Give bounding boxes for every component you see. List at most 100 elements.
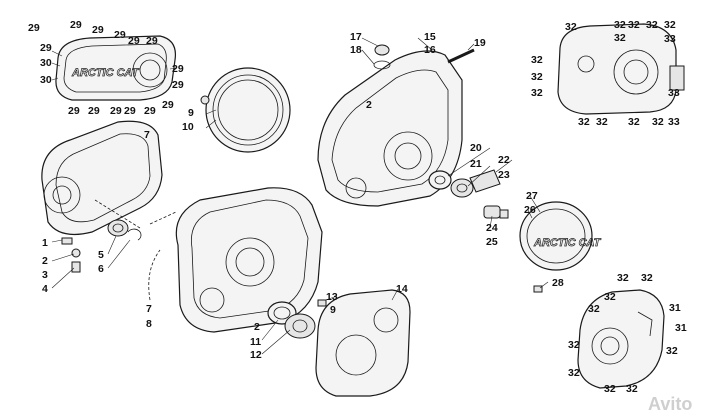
callout: 29 — [88, 105, 100, 117]
callout: 29 — [68, 105, 80, 117]
callout: 23 — [498, 169, 510, 181]
brand-mark-2: ARCTIC CAT — [533, 237, 602, 249]
callout: 29 — [92, 24, 104, 36]
callout: 30 — [40, 57, 52, 69]
callout: 7 — [144, 129, 150, 141]
callout: 32 — [614, 19, 626, 31]
callout: 29 — [172, 63, 184, 75]
callout: 32 — [604, 291, 616, 303]
watermark-text: Avito — [648, 394, 692, 414]
callout: 32 — [531, 71, 543, 83]
callout: 32 — [617, 272, 629, 284]
callout: 29 — [110, 105, 122, 117]
fitting-parts-1-4 — [61, 237, 81, 273]
callout: 32 — [568, 339, 580, 351]
callout: 20 — [470, 142, 482, 154]
callout: 29 — [70, 19, 82, 31]
crankcase-right-half — [317, 50, 463, 207]
callout: 29 — [172, 79, 184, 91]
callout: 32 — [531, 54, 543, 66]
callout: 32 — [565, 21, 577, 33]
transmission-cover — [557, 23, 685, 115]
case-gasket-14 — [315, 289, 411, 397]
callout: 27 — [526, 190, 538, 202]
callout: 32 — [646, 19, 658, 31]
callout: 32 — [531, 87, 543, 99]
callout: 32 — [588, 303, 600, 315]
callout: 30 — [40, 74, 52, 86]
callout: 26 — [524, 204, 536, 216]
callout: 28 — [552, 277, 564, 289]
callout: 32 — [614, 32, 626, 44]
callout: 31 — [675, 322, 687, 334]
callout: 17 — [350, 31, 362, 43]
water-pump-cover — [577, 289, 665, 389]
sleeve-24-25 — [483, 205, 509, 219]
bearing-21 — [450, 178, 474, 198]
callout: 9 — [188, 107, 194, 119]
callout: 29 — [114, 29, 126, 41]
callout: 2 — [366, 99, 372, 111]
stud-19 — [447, 48, 475, 64]
bearing-12 — [284, 313, 316, 339]
callout: 19 — [474, 37, 486, 49]
callout: 4 — [42, 283, 48, 295]
callout: 14 — [396, 283, 408, 295]
callout: 32 — [628, 19, 640, 31]
callout: 32 — [666, 345, 678, 357]
callout: 8 — [146, 318, 152, 330]
magneto-cover: ARCTIC CAT — [519, 201, 602, 293]
callout: 32 — [568, 367, 580, 379]
callout: 1 — [42, 237, 48, 249]
callout: 33 — [668, 87, 680, 99]
callout: 29 — [128, 35, 140, 47]
callout: 3 — [42, 269, 48, 281]
callout: 32 — [641, 272, 653, 284]
callout-labels: 29 29 29 29 29 29 29 29 30 30 29 29 29 2… — [28, 19, 687, 395]
callout: 33 — [664, 33, 676, 45]
callout: 18 — [350, 44, 362, 56]
callout: 29 — [40, 42, 52, 54]
callout: 15 — [424, 31, 436, 43]
callout: 29 — [28, 22, 40, 34]
callout: 32 — [596, 116, 608, 128]
callout: 32 — [626, 383, 638, 395]
callout: 32 — [604, 383, 616, 395]
callout: 32 — [628, 116, 640, 128]
snap-ring-6 — [127, 228, 142, 241]
callout: 25 — [486, 236, 498, 248]
seal-20 — [428, 170, 452, 190]
clutch-cover-gasket — [200, 67, 291, 153]
callout: 21 — [470, 158, 482, 170]
callout: 12 — [250, 349, 262, 361]
callout: 33 — [668, 116, 680, 128]
callout: 32 — [578, 116, 590, 128]
callout: 9 — [330, 304, 336, 316]
callout: 16 — [424, 44, 436, 56]
crankcase-left-half — [148, 187, 323, 333]
callout: 22 — [498, 154, 510, 166]
callout: 29 — [124, 105, 136, 117]
callout: 32 — [652, 116, 664, 128]
callout: 11 — [250, 336, 261, 348]
bracket-22 — [469, 169, 501, 193]
callout: 13 — [326, 291, 338, 303]
callout: 24 — [486, 222, 498, 234]
callout: 29 — [144, 105, 156, 117]
callout: 31 — [669, 302, 681, 314]
callout: 32 — [664, 19, 676, 31]
clutch-outer-cover: ARCTIC CAT — [55, 35, 177, 101]
callout: 29 — [162, 99, 174, 111]
callout: 2 — [254, 321, 260, 333]
callout: 7 — [146, 303, 152, 315]
callout: 5 — [98, 249, 104, 261]
callout: 6 — [98, 263, 104, 275]
brand-mark-1: ARCTIC CAT — [71, 67, 140, 79]
leader-lines — [51, 37, 549, 355]
inner-clutch-cover — [41, 120, 163, 235]
bearing-5 — [107, 219, 129, 237]
plug-17-18 — [373, 44, 391, 70]
callout: 2 — [42, 255, 48, 267]
callout: 10 — [182, 121, 194, 133]
